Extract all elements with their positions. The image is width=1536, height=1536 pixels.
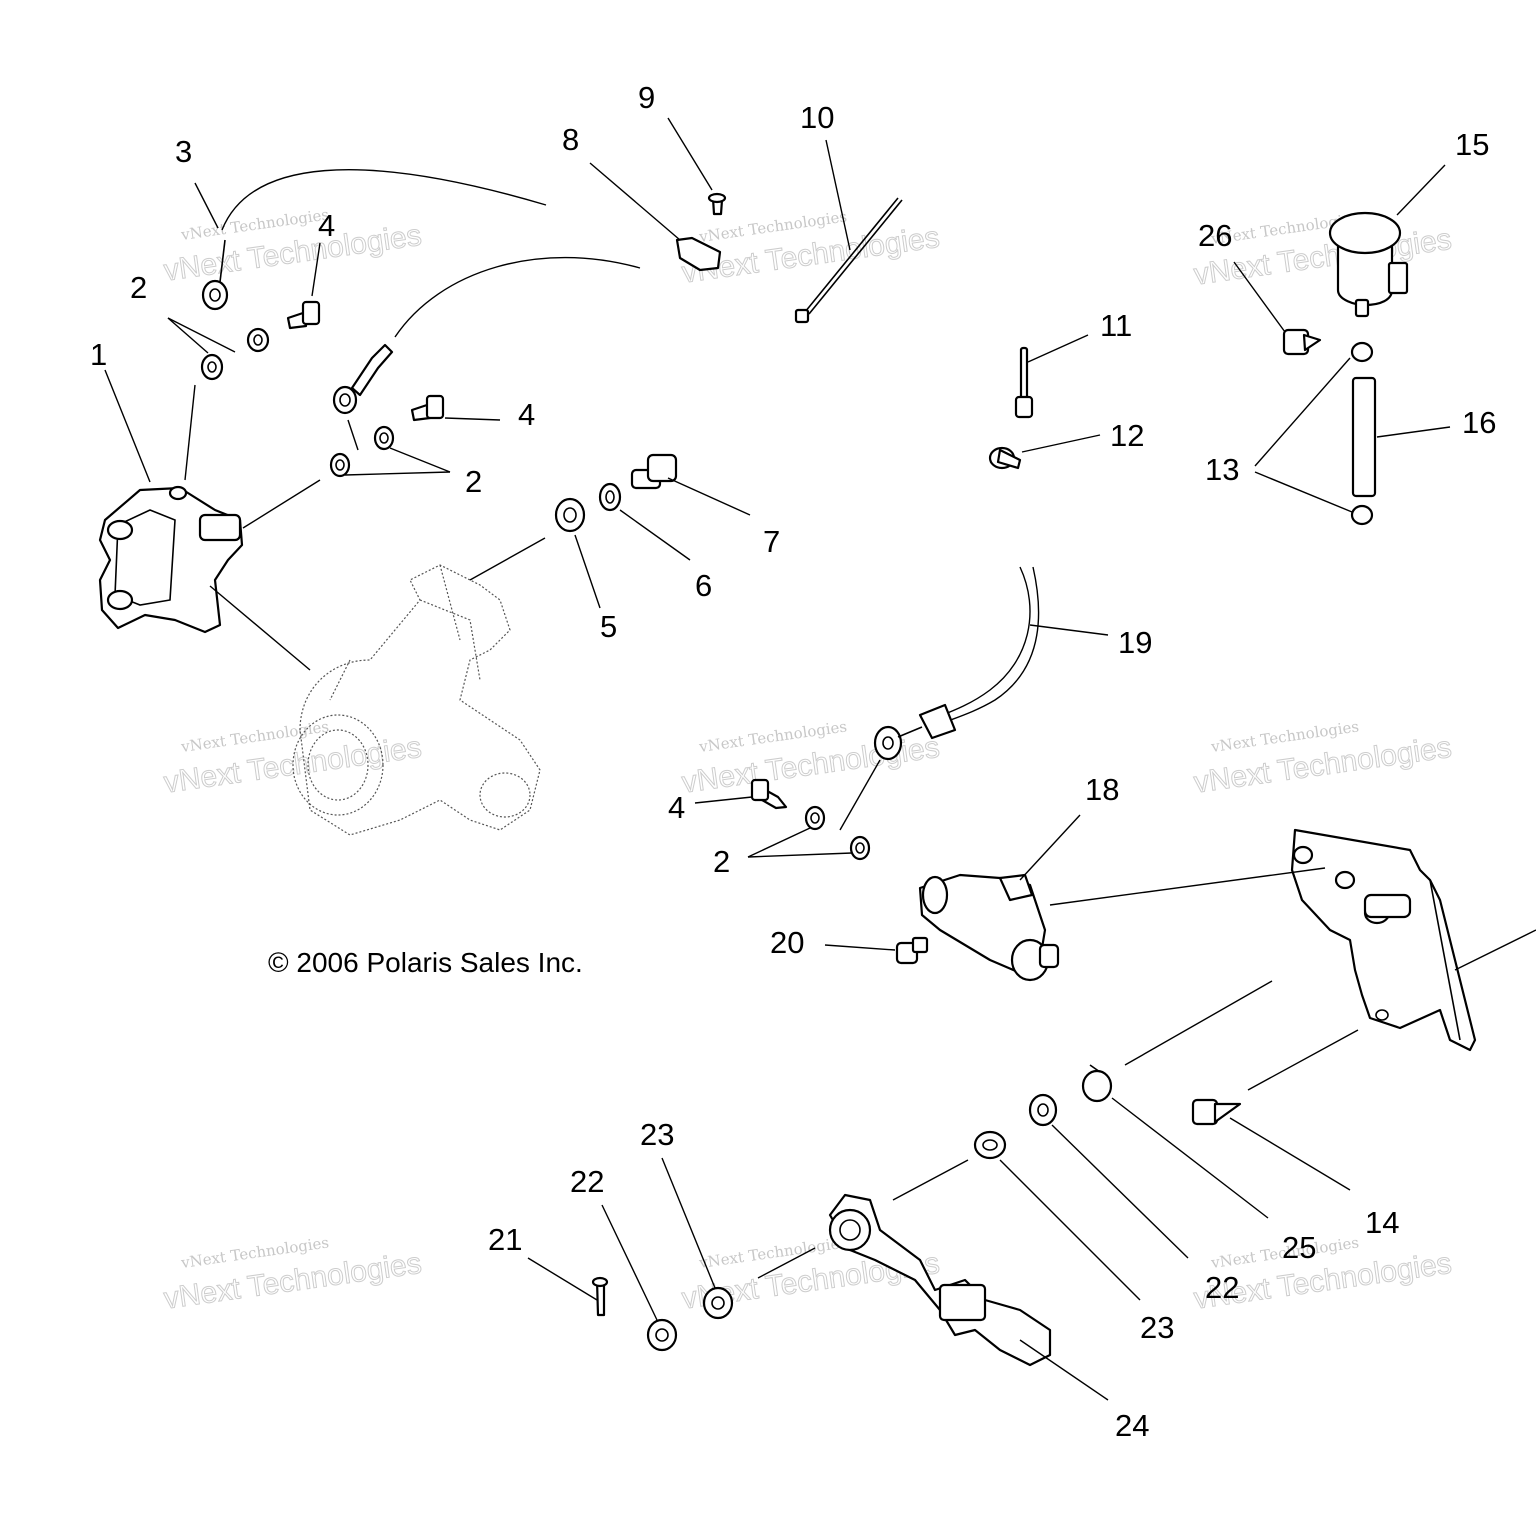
callout-label: 20 [770, 925, 804, 960]
callout-label: 9 [638, 80, 655, 115]
callout-label: 10 [800, 100, 834, 135]
callout-label: 6 [695, 568, 712, 603]
callout-label: 18 [1085, 772, 1119, 807]
callout-label: 8 [562, 122, 579, 157]
callout-label: 5 [600, 609, 617, 644]
callout-label: 22 [1205, 1270, 1239, 1305]
callout-label: 2 [130, 270, 147, 305]
callout-label: 2 [713, 844, 730, 879]
callout-label: 3 [175, 134, 192, 169]
callout-labels: 1 2 3 4 2 4 2 5 6 7 8 9 10 11 12 13 15 1… [90, 80, 1496, 1443]
cable-tie [794, 197, 903, 324]
callout-label: 2 [465, 464, 482, 499]
callout-label: 23 [640, 1117, 674, 1152]
spring-clip [1081, 1064, 1113, 1103]
watermark-group: vNext Technologies vNext Technologies vN… [161, 205, 1454, 1316]
callout-label: 4 [668, 790, 685, 825]
cotter-pin [591, 1276, 609, 1317]
brake-pedal [828, 1193, 1052, 1367]
washers-set [200, 327, 871, 861]
callout-label: 22 [570, 1164, 604, 1199]
callout-label: 21 [488, 1222, 522, 1257]
callout-label: 14 [1365, 1205, 1399, 1240]
callout-label: 11 [1100, 308, 1132, 343]
bolt-20 [895, 936, 929, 965]
lower-hose-end [873, 703, 957, 761]
rivet-clamp [988, 346, 1034, 470]
leader-lines [104, 117, 1536, 1401]
hardware-5-6-7 [554, 453, 678, 533]
pedal-bracket [1290, 828, 1477, 1052]
pivot-hardware [646, 1093, 1058, 1352]
banjo-fitting-middle [332, 343, 394, 415]
brake-hoses [221, 169, 1040, 725]
callout-label: 12 [1110, 418, 1144, 453]
hose-clip [675, 192, 727, 272]
callout-label: 4 [318, 208, 335, 243]
callout-label: 26 [1198, 218, 1232, 253]
callout-label: 7 [763, 524, 780, 559]
copyright-notice: © 2006 Polaris Sales Inc. [268, 947, 583, 978]
axle-housing-ghost [292, 564, 541, 836]
callout-label: 4 [518, 397, 535, 432]
callout-label: 13 [1205, 452, 1239, 487]
brake-caliper [98, 485, 244, 634]
callout-label: 16 [1462, 405, 1496, 440]
callout-label: 24 [1115, 1408, 1149, 1443]
callout-label: 1 [90, 337, 107, 372]
callout-label: 15 [1455, 127, 1489, 162]
banjo-fitting-upper [201, 239, 229, 311]
callout-label: 19 [1118, 625, 1152, 660]
reservoir-assembly [1282, 211, 1409, 526]
bolt-14 [1191, 1098, 1242, 1126]
banjo-bolts [286, 300, 788, 810]
callout-label: 25 [1282, 1230, 1316, 1265]
callout-label: 23 [1140, 1310, 1174, 1345]
master-cylinder [918, 873, 1060, 982]
